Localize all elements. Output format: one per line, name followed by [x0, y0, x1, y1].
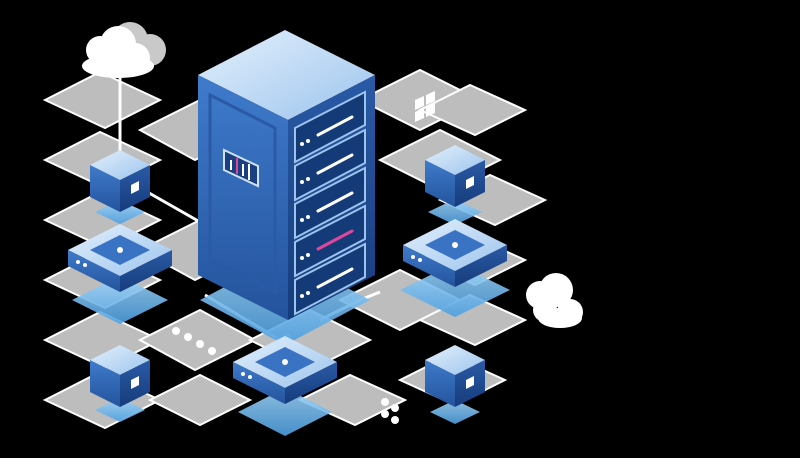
cloud-icon	[526, 273, 583, 328]
cube-node-icon	[425, 345, 485, 407]
cube-node-icon	[90, 345, 150, 407]
rack-units	[294, 90, 366, 316]
network-device-icon	[68, 224, 172, 292]
cloud-icon	[82, 22, 166, 78]
cube-node-icon	[90, 150, 150, 212]
window-grid-icon	[415, 91, 435, 122]
dots-decoration	[172, 327, 399, 424]
cube-node-icon	[425, 145, 485, 207]
network-device-icon	[403, 219, 507, 287]
status-display	[223, 148, 259, 188]
server-rack-icon	[198, 30, 375, 320]
network-device-icon	[233, 336, 337, 404]
